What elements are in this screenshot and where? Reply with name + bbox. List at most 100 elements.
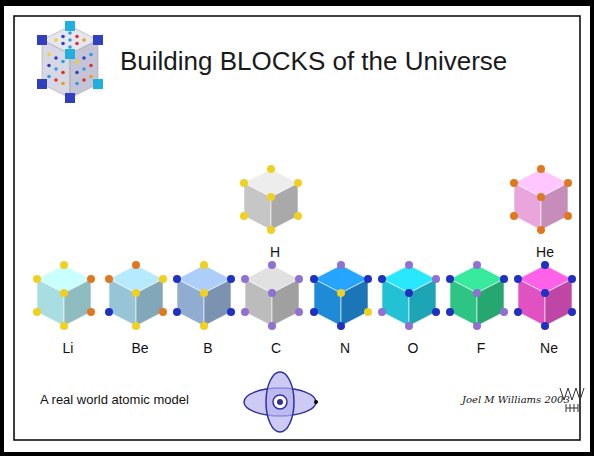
corner-dot: [337, 261, 345, 269]
element-cube: O: [377, 260, 449, 356]
top-band: [0, 0, 594, 6]
corner-dot: [159, 308, 167, 316]
inner-frame: [14, 16, 580, 440]
cube-face: [450, 279, 477, 326]
corner-dot: [132, 289, 140, 297]
cube-face: [514, 183, 541, 230]
corner-dot: [564, 212, 572, 220]
corner-dot: [541, 289, 549, 297]
corner-dot: [159, 275, 167, 283]
corner-dot: [240, 212, 248, 220]
caption-text: A real world atomic model: [40, 392, 189, 407]
corner-dot: [310, 275, 318, 283]
cube-face: [109, 279, 136, 326]
corner-dot: [268, 261, 276, 269]
corner-dot: [510, 212, 518, 220]
corner-dot: [500, 308, 508, 316]
corner-dot: [295, 308, 303, 316]
corner-dot: [33, 308, 41, 316]
corner-dot: [378, 275, 386, 283]
element-symbol: N: [309, 340, 381, 356]
corner-dot: [537, 193, 545, 201]
corner-dot: [294, 179, 302, 187]
cube-face: [177, 279, 204, 326]
corner-dot: [541, 322, 549, 330]
corner-dot: [241, 308, 249, 316]
corner-dot: [537, 226, 545, 234]
corner-dot: [337, 289, 345, 297]
corner-dot: [510, 179, 518, 187]
corner-dot: [541, 261, 549, 269]
corner-dot: [500, 275, 508, 283]
slide-title: Building BLOCKS of the Universe: [120, 46, 507, 77]
element-symbol: C: [240, 340, 312, 356]
corner-dot: [200, 322, 208, 330]
corner-dot: [473, 261, 481, 269]
corner-dot: [446, 308, 454, 316]
element-cube: B: [172, 260, 244, 356]
author-credit: Joel M Williams 2003: [462, 394, 570, 405]
corner-dot: [60, 289, 68, 297]
corner-dot: [405, 261, 413, 269]
corner-dot: [105, 275, 113, 283]
cube-drawing: [509, 164, 573, 234]
corner-dot: [364, 275, 372, 283]
element-symbol: B: [172, 340, 244, 356]
corner-dot: [446, 275, 454, 283]
corner-dot: [432, 275, 440, 283]
corner-dot: [432, 308, 440, 316]
cube-face: [37, 279, 64, 326]
corner-dot: [268, 289, 276, 297]
cube-face: [314, 279, 341, 326]
corner-dot: [33, 275, 41, 283]
cube-face: [477, 279, 504, 326]
element-cube: He: [509, 164, 581, 260]
corner-dot: [105, 308, 113, 316]
corner-dot: [310, 308, 318, 316]
cube-face: [409, 279, 436, 326]
cube-drawing: [445, 260, 509, 330]
element-symbol: O: [377, 340, 449, 356]
corner-dot: [132, 261, 140, 269]
corner-dot: [514, 308, 522, 316]
cube-face: [204, 279, 231, 326]
corner-dot: [60, 322, 68, 330]
element-symbol: Be: [104, 340, 176, 356]
cube-face: [545, 279, 572, 326]
element-symbol: He: [509, 244, 581, 260]
corner-dot: [87, 275, 95, 283]
corner-dot: [267, 226, 275, 234]
corner-dot: [473, 322, 481, 330]
element-symbol: Li: [32, 340, 104, 356]
cube-drawing: [239, 164, 303, 234]
cube-face: [271, 183, 298, 230]
corner-dot: [378, 308, 386, 316]
cube-drawing: [240, 260, 304, 330]
corner-dot: [173, 275, 181, 283]
corner-dot: [267, 165, 275, 173]
element-symbol: Ne: [513, 340, 585, 356]
corner-dot: [514, 275, 522, 283]
cube-drawing: [309, 260, 373, 330]
corner-dot: [337, 322, 345, 330]
corner-dot: [200, 261, 208, 269]
cube-face: [382, 279, 409, 326]
cube-face: [64, 279, 91, 326]
element-cube: C: [240, 260, 312, 356]
cube-drawing: [377, 260, 441, 330]
cube-face: [272, 279, 299, 326]
element-cube: F: [445, 260, 517, 356]
corner-dot: [240, 179, 248, 187]
element-symbol: H: [239, 244, 311, 260]
cube-face: [341, 279, 368, 326]
corner-dot: [132, 322, 140, 330]
cube-drawing: [513, 260, 577, 330]
cube-drawing: [32, 260, 96, 330]
corner-dot: [405, 289, 413, 297]
cube-face: [518, 279, 545, 326]
corner-dot: [405, 322, 413, 330]
corner-dot: [200, 289, 208, 297]
corner-dot: [568, 308, 576, 316]
